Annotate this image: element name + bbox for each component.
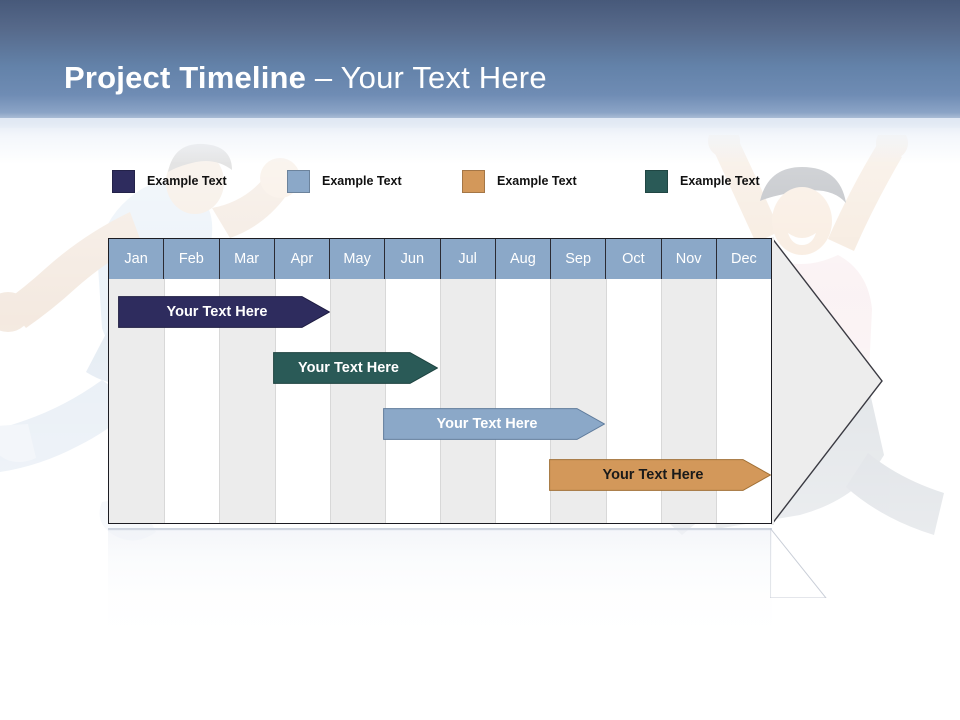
task-bar-label: Your Text Here [436,416,538,432]
task-bar-label: Your Text Here [298,360,399,376]
legend-label: Example Text [680,174,760,188]
legend-label: Example Text [322,174,402,188]
header-band [0,0,960,128]
legend-swatch-icon [462,169,485,193]
legend-item-2[interactable]: Example Text [287,168,402,194]
month-header-nov[interactable]: Nov [661,239,717,279]
month-header-jun[interactable]: Jun [385,239,441,279]
legend-swatch-icon [645,169,668,193]
month-header-aug[interactable]: Aug [495,239,551,279]
timeline-column-jan [109,239,165,523]
legend-item-3[interactable]: Example Text [462,168,577,194]
legend: Example Text Example Text Example Text Exam… [112,168,832,196]
task-bar-label: Your Text Here [602,467,704,483]
task-bar-arrow-icon [383,408,605,440]
month-header-may[interactable]: May [330,239,386,279]
timeline-column-aug [495,239,551,523]
month-header-feb[interactable]: Feb [164,239,220,279]
legend-swatch-icon [287,169,310,193]
timeline-reflection-arrow [770,528,827,598]
month-header-apr[interactable]: Apr [274,239,330,279]
timeline-column-mar [219,239,275,523]
month-header-oct[interactable]: Oct [606,239,662,279]
timeline-reflection [108,528,772,636]
month-header-dec[interactable]: Dec [716,239,771,279]
timeline-column-jul [440,239,496,523]
month-header-sep[interactable]: Sep [551,239,607,279]
timeline-task-bar-4[interactable]: Your Text Here [549,459,771,491]
page-title-separator: – [306,60,341,95]
timeline-column-feb [164,239,220,523]
legend-swatch-icon [112,169,135,193]
page-title-strong: Project Timeline [64,60,307,95]
timeline-task-bar-1[interactable]: Your Text Here [118,296,330,328]
page-title: Project Timeline – Your Text Here [64,58,547,98]
month-header-jan[interactable]: Jan [109,239,165,279]
legend-item-1[interactable]: Example Text [112,168,227,194]
timeline-arrow-head-icon [771,237,883,525]
month-header-mar[interactable]: Mar [219,239,275,279]
timeline-task-bar-2[interactable]: Your Text Here [273,352,438,384]
legend-item-4[interactable]: Example Text [645,168,760,194]
task-bar-label: Your Text Here [166,304,268,320]
legend-label: Example Text [147,174,227,188]
timeline-task-bar-3[interactable]: Your Text Here [383,408,605,440]
month-header-jul[interactable]: Jul [440,239,496,279]
legend-label: Example Text [497,174,577,188]
page-title-light: Your Text Here [340,60,547,95]
